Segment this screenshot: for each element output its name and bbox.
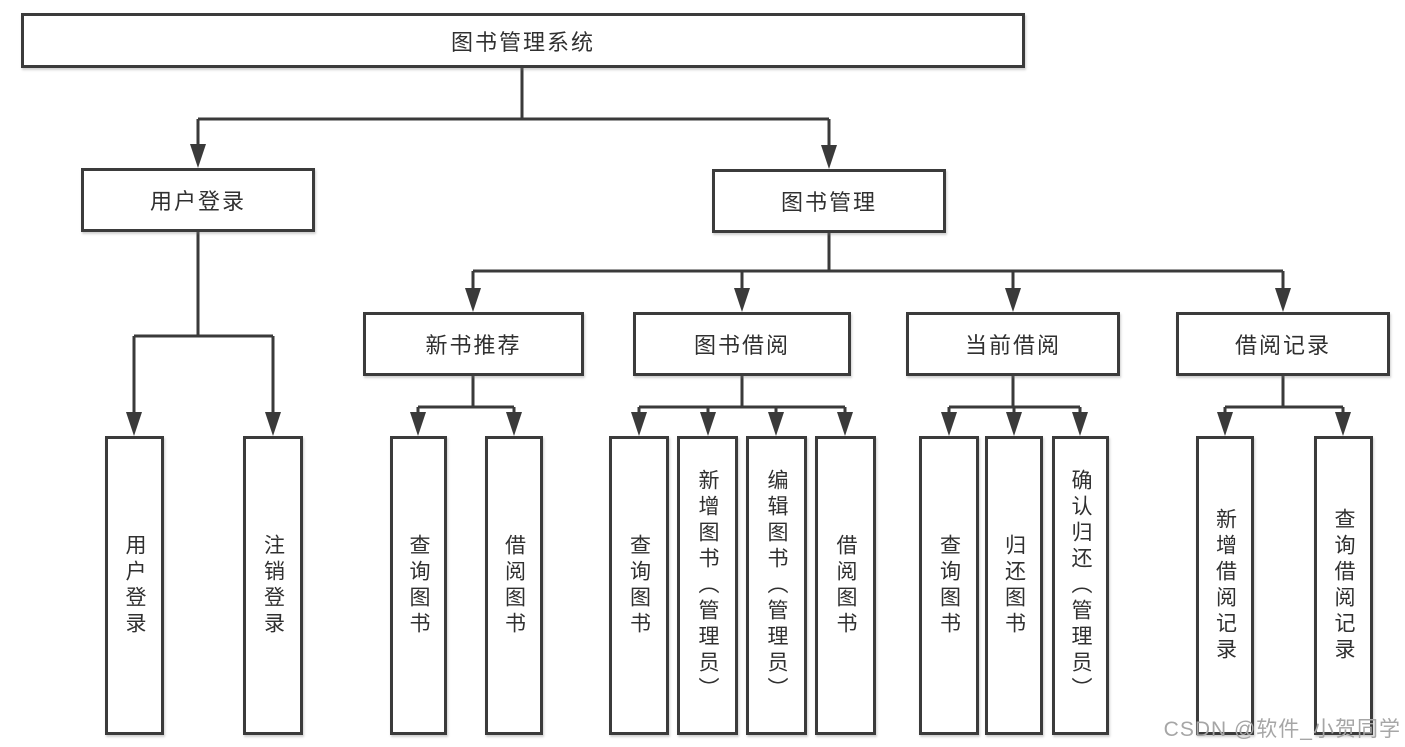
leaf-borrow-books-recommend: 借阅图书 (485, 436, 543, 735)
leaf-label: 确认归还（管理员） (1069, 468, 1092, 703)
leaf-label: 注销登录 (261, 533, 285, 638)
leaf-return-books: 归还图书 (985, 436, 1043, 735)
node-user-login: 用户登录 (81, 168, 315, 232)
leaf-label: 用户登录 (123, 533, 146, 638)
leaf-borrow-books: 借阅图书 (815, 436, 876, 735)
connector-lines (132, 68, 1345, 414)
node-book-management-label: 图书管理 (780, 190, 877, 215)
node-book-borrow: 图书借阅 (633, 312, 851, 376)
leaf-edit-books-admin: 编辑图书（管理员） (746, 436, 807, 735)
leaf-label: 借阅图书 (502, 533, 526, 638)
leaf-label: 归还图书 (1002, 533, 1026, 638)
leaf-add-borrow-record: 新增借阅记录 (1196, 436, 1254, 735)
node-current-borrow: 当前借阅 (906, 312, 1120, 376)
leaf-label: 新增借阅记录 (1213, 507, 1237, 664)
leaf-query-books-borrow: 查询图书 (609, 436, 669, 735)
leaf-confirm-return-admin: 确认归还（管理员） (1052, 436, 1109, 735)
leaf-label: 新增图书（管理员） (696, 468, 719, 703)
leaf-label: 查询图书 (627, 533, 651, 638)
leaf-add-books-admin: 新增图书（管理员） (677, 436, 738, 735)
watermark: CSDN @软件_小贺同学 (1163, 718, 1401, 741)
node-root: 图书管理系统 (21, 13, 1025, 68)
leaf-query-books-recommend: 查询图书 (390, 436, 447, 735)
node-book-borrow-label: 图书借阅 (693, 333, 790, 358)
leaf-label: 查询借阅记录 (1332, 507, 1355, 664)
node-book-management: 图书管理 (712, 169, 946, 233)
leaf-query-borrow-record: 查询借阅记录 (1314, 436, 1373, 735)
leaf-user-login: 用户登录 (105, 436, 164, 735)
node-new-book-recommend-label: 新书推荐 (425, 333, 522, 358)
leaf-label: 编辑图书（管理员） (765, 468, 788, 703)
leaf-label: 查询图书 (407, 533, 430, 638)
arrowhead-icons (126, 144, 1351, 436)
node-current-borrow-label: 当前借阅 (964, 333, 1061, 358)
leaf-query-books-current: 查询图书 (919, 436, 979, 735)
node-new-book-recommend: 新书推荐 (363, 312, 584, 376)
leaf-logout: 注销登录 (243, 436, 303, 735)
leaf-label: 借阅图书 (834, 533, 857, 638)
node-borrow-record: 借阅记录 (1176, 312, 1390, 376)
leaf-label: 查询图书 (937, 533, 961, 638)
node-borrow-record-label: 借阅记录 (1234, 333, 1331, 358)
node-root-label: 图书管理系统 (450, 29, 595, 55)
node-user-login-label: 用户登录 (149, 189, 246, 214)
